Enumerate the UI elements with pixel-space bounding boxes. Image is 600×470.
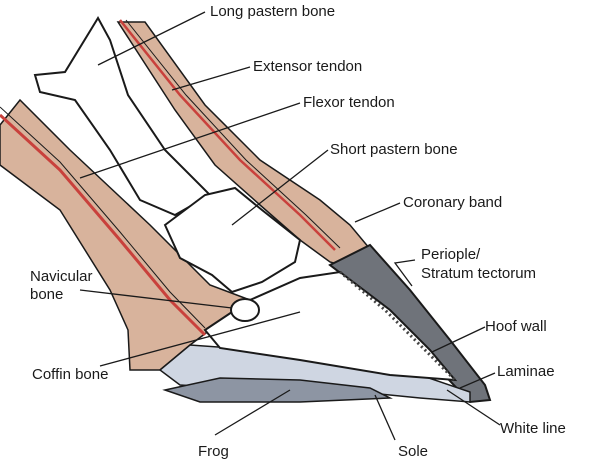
label-periople-line2: Stratum tectorum xyxy=(421,265,537,282)
label-flexor-tendon: Flexor tendon xyxy=(303,94,395,111)
label-coronary-band: Coronary band xyxy=(403,194,503,211)
label-navicular-line2: bone xyxy=(30,286,64,303)
label-laminae: Laminae xyxy=(497,363,555,380)
flexor-tendon xyxy=(0,113,207,337)
extensor-tendon xyxy=(119,19,336,251)
label-sole: Sole xyxy=(398,443,429,460)
label-long-pastern-bone: Long pastern bone xyxy=(210,3,336,20)
navicular-bone xyxy=(230,298,260,322)
label-white-line: White line xyxy=(500,420,566,437)
flexor-tendon-outline xyxy=(0,106,206,329)
extensor-tendon-outline xyxy=(125,19,341,249)
label-frog: Frog xyxy=(198,443,229,460)
label-short-pastern-bone: Short pastern bone xyxy=(330,141,458,158)
label-periople-line1: Periople/ xyxy=(421,246,481,263)
frog xyxy=(162,377,393,403)
label-navicular-line1: Navicular xyxy=(30,268,93,285)
label-coffin-bone: Coffin bone xyxy=(32,366,109,383)
laminae xyxy=(339,270,457,382)
short-pastern-bone xyxy=(163,186,302,294)
coffin-bone xyxy=(203,270,458,382)
label-hoof-wall: Hoof wall xyxy=(485,318,547,335)
label-extensor-tendon: Extensor tendon xyxy=(253,58,363,75)
leader-lines xyxy=(79,11,501,441)
